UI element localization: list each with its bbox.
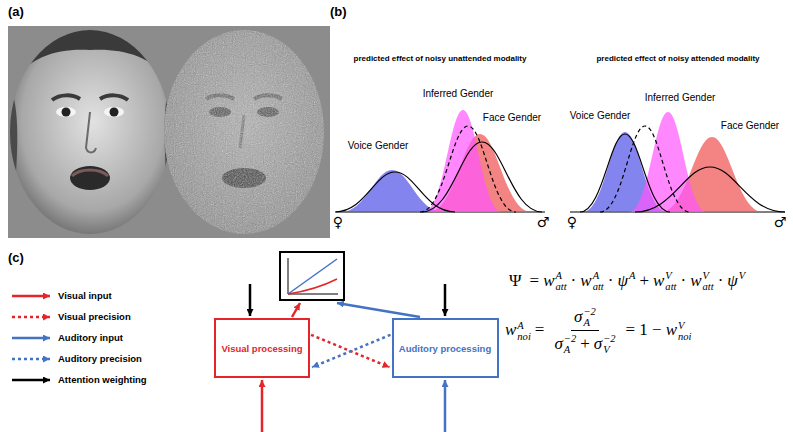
legend-label: Visual precision <box>58 311 131 323</box>
legend-label: Auditory input <box>58 332 123 344</box>
equation-term: A <box>564 344 576 355</box>
curve-label: Face Gender <box>721 120 779 132</box>
equation-term: A <box>555 270 566 281</box>
equation-term: V <box>665 270 676 281</box>
legend-sample <box>12 296 50 380</box>
distribution-plot <box>335 110 545 212</box>
equation-term: w <box>653 272 664 291</box>
distribution-plot <box>570 112 785 212</box>
curve-label: Face Gender <box>483 112 541 124</box>
axis-symbol: ♀ <box>333 214 343 231</box>
equation-term: + <box>580 335 590 354</box>
equation-term: σ <box>594 335 602 354</box>
equation-term: A <box>583 317 595 328</box>
process-box: Auditory processing <box>392 318 499 378</box>
box-label: Visual processing <box>221 343 302 354</box>
equation-term: att <box>665 281 676 292</box>
equation-term: = 1 − <box>626 321 662 340</box>
equation: Ψ=wAatt·wAatt·ψA+wVatt·wVatt·ψV <box>505 270 745 292</box>
curve-label: Inferred Gender <box>645 92 716 104</box>
equation-term: V <box>703 270 714 281</box>
equation-term: V <box>739 270 745 281</box>
panel-letter: (c) <box>8 250 24 266</box>
legend-label: Auditory precision <box>58 353 142 365</box>
equation-term: σ <box>574 308 582 327</box>
equation-term: noi <box>678 331 691 342</box>
equation-term: att <box>555 281 566 292</box>
legend-label: Attention weighting <box>58 374 147 386</box>
equation-term: ψ <box>617 272 628 291</box>
equation-term: att <box>703 281 714 292</box>
equation-term: A <box>629 270 635 281</box>
equation-term: A <box>593 270 604 281</box>
panel-letter: (b) <box>330 4 347 20</box>
output-plot <box>280 252 344 300</box>
process-box: Visual processing <box>214 318 310 378</box>
axis-symbol: ♀ <box>567 214 577 231</box>
face-photo <box>8 26 178 238</box>
plot-title: predicted effect of noisy unattended mod… <box>354 54 527 64</box>
equation-term: σ <box>554 335 562 354</box>
equation-term: · <box>571 272 577 291</box>
equation-term: · <box>718 272 724 291</box>
equation-term: w <box>580 272 591 291</box>
equation-term: w <box>666 321 677 340</box>
equation-term: · <box>608 272 614 291</box>
plot-title: predicted effect of noisy attended modal… <box>596 54 759 64</box>
equation-term: + <box>639 272 649 291</box>
noisy-face-photo <box>164 26 330 238</box>
equation-term: w <box>543 272 554 291</box>
precision-connector <box>312 335 391 367</box>
equation-term: Ψ <box>509 272 522 291</box>
axis-symbol: ♂ <box>537 214 550 231</box>
equation-term: att <box>593 281 604 292</box>
equation-term: w <box>505 321 516 340</box>
equation-term: −2 <box>583 306 595 317</box>
precision-connector <box>311 335 390 367</box>
equation-term: = <box>530 272 540 291</box>
equation-term: −2 <box>603 333 615 344</box>
photo-ground <box>8 26 330 238</box>
equation-term: w <box>690 272 701 291</box>
box-label: Auditory processing <box>399 343 491 354</box>
axis-symbol: ♂ <box>774 214 787 231</box>
curve-label: Voice Gender <box>348 140 409 152</box>
equation-term: V <box>603 344 615 355</box>
equation-term: noi <box>517 331 530 342</box>
panel-letter: (a) <box>8 4 24 20</box>
equation-term: · <box>680 272 686 291</box>
equation-term: V <box>678 320 691 331</box>
equation-term: −2 <box>564 333 576 344</box>
curve-label: Inferred Gender <box>423 88 494 100</box>
equation: wAnoi=σ−2Aσ−2A+σ−2V= 1 −wVnoi <box>505 306 692 355</box>
equation-term: A <box>517 320 530 331</box>
curve-label: Voice Gender <box>570 110 631 122</box>
legend-label: Visual input <box>58 290 112 302</box>
equation-term: = <box>535 321 545 340</box>
equation-term: ψ <box>727 272 738 291</box>
